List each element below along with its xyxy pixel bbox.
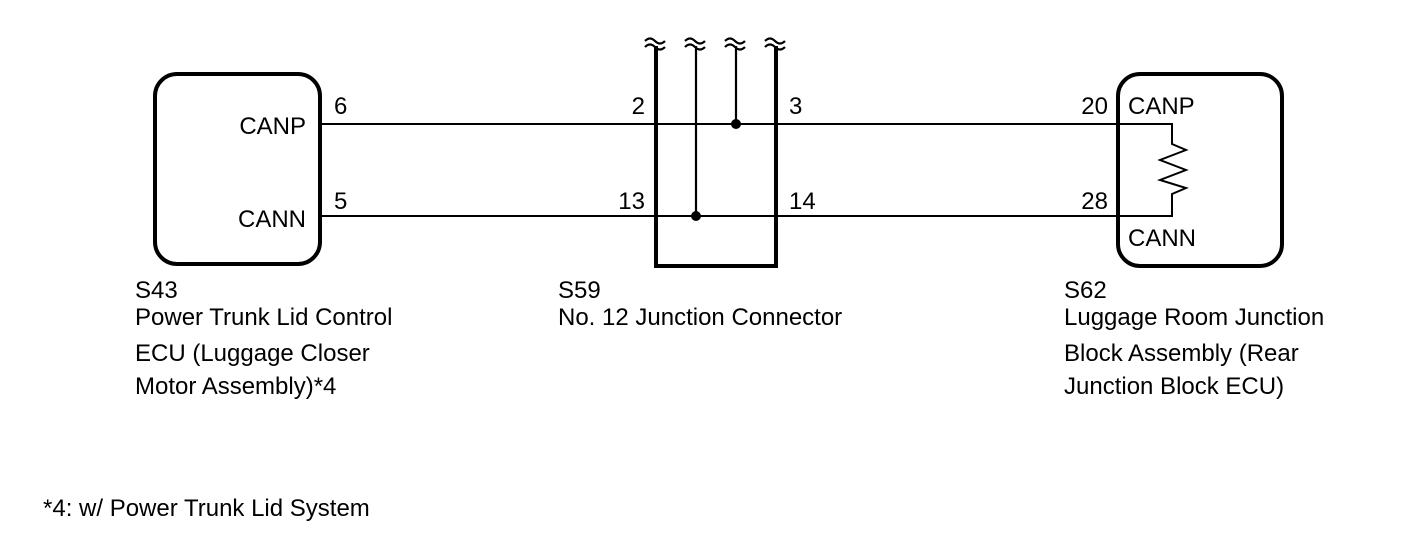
- junction-connector-body: [654, 46, 778, 268]
- junction-pin-13: 13: [618, 188, 645, 215]
- left-ecu-name-line-2: ECU (Luggage Closer: [135, 340, 370, 367]
- right-ecu-canp-pin: 20: [1081, 93, 1108, 120]
- left-ecu-name-line-3: Motor Assembly)*4: [135, 373, 336, 400]
- right-ecu-cann-label: CANN: [1128, 225, 1196, 252]
- right-ecu-code: S62: [1064, 277, 1107, 304]
- right-ecu-box: [1116, 72, 1284, 268]
- junction-pin-2: 2: [632, 93, 645, 120]
- right-ecu-name-line-1: Luggage Room Junction: [1064, 304, 1324, 331]
- junction-name: No. 12 Junction Connector: [558, 304, 842, 331]
- junction-pin-14: 14: [789, 188, 816, 215]
- footnote: *4: w/ Power Trunk Lid System: [43, 495, 370, 522]
- canp-splice-dot: [731, 119, 741, 129]
- wire-break-marks: [644, 37, 786, 51]
- junction-code: S59: [558, 277, 601, 304]
- left-ecu-canp-pin: 6: [334, 93, 347, 120]
- junction-pin-3: 3: [789, 93, 802, 120]
- cann-splice-dot: [691, 211, 701, 221]
- right-ecu-cann-pin: 28: [1081, 188, 1108, 215]
- left-ecu-box: [153, 72, 322, 266]
- left-ecu-cann-pin: 5: [334, 188, 347, 215]
- right-ecu-name-line-2: Block Assembly (Rear: [1064, 340, 1299, 367]
- terminating-resistor-icon: [1118, 123, 1189, 217]
- left-ecu-canp-label: CANP: [239, 113, 306, 140]
- left-ecu-code: S43: [135, 277, 178, 304]
- right-ecu-name-line-3: Junction Block ECU): [1064, 373, 1284, 400]
- right-ecu-canp-label: CANP: [1128, 93, 1195, 120]
- left-ecu-name-line-1: Power Trunk Lid Control: [135, 304, 392, 331]
- left-ecu-cann-label: CANN: [238, 206, 306, 233]
